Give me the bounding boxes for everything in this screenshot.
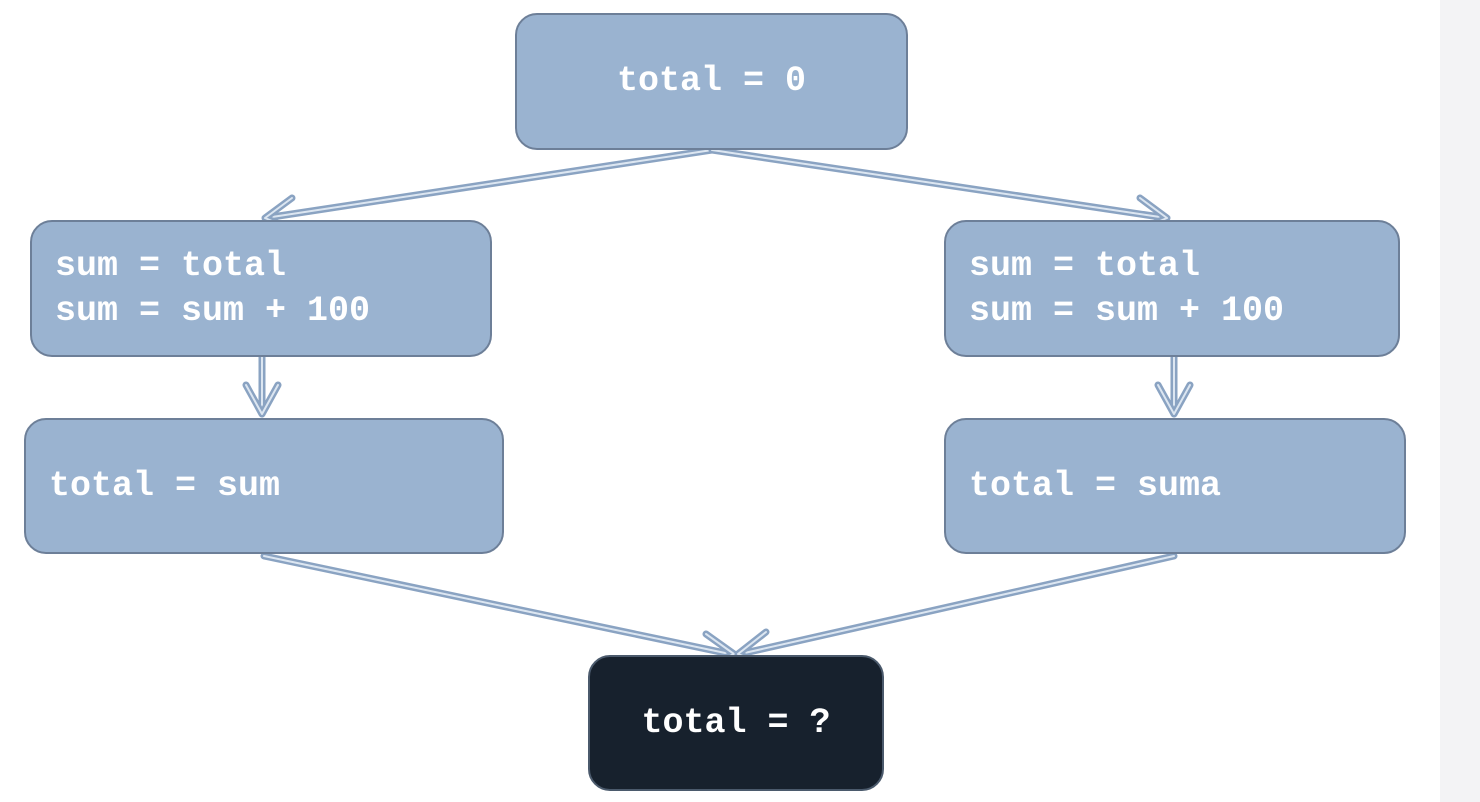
arrow-left-down bbox=[242, 353, 282, 418]
left-total-text: total = sum bbox=[49, 465, 281, 506]
right-assign-box: sum = total sum = sum + 100 bbox=[944, 220, 1400, 357]
right-assign-line-1: sum = total bbox=[969, 245, 1201, 286]
right-assign-line-2: sum = sum + 100 bbox=[969, 290, 1285, 331]
arrow-right-down bbox=[1154, 353, 1194, 418]
left-total-box: total = sum bbox=[24, 418, 504, 554]
result-box: total = ? bbox=[588, 655, 884, 791]
left-assign-line-1: sum = total bbox=[55, 245, 287, 286]
right-total-box: total = suma bbox=[944, 418, 1406, 554]
arrow-left-to-result bbox=[260, 552, 738, 672]
right-total-text: total = suma bbox=[969, 465, 1222, 506]
arrow-right-to-result bbox=[734, 552, 1178, 671]
left-assign-box: sum = total sum = sum + 100 bbox=[30, 220, 492, 357]
left-assign-line-2: sum = sum + 100 bbox=[55, 290, 371, 331]
init-text: total = 0 bbox=[616, 61, 807, 101]
result-text: total = ? bbox=[641, 702, 831, 743]
side-strip bbox=[1440, 0, 1480, 802]
init-box: total = 0 bbox=[515, 13, 908, 150]
